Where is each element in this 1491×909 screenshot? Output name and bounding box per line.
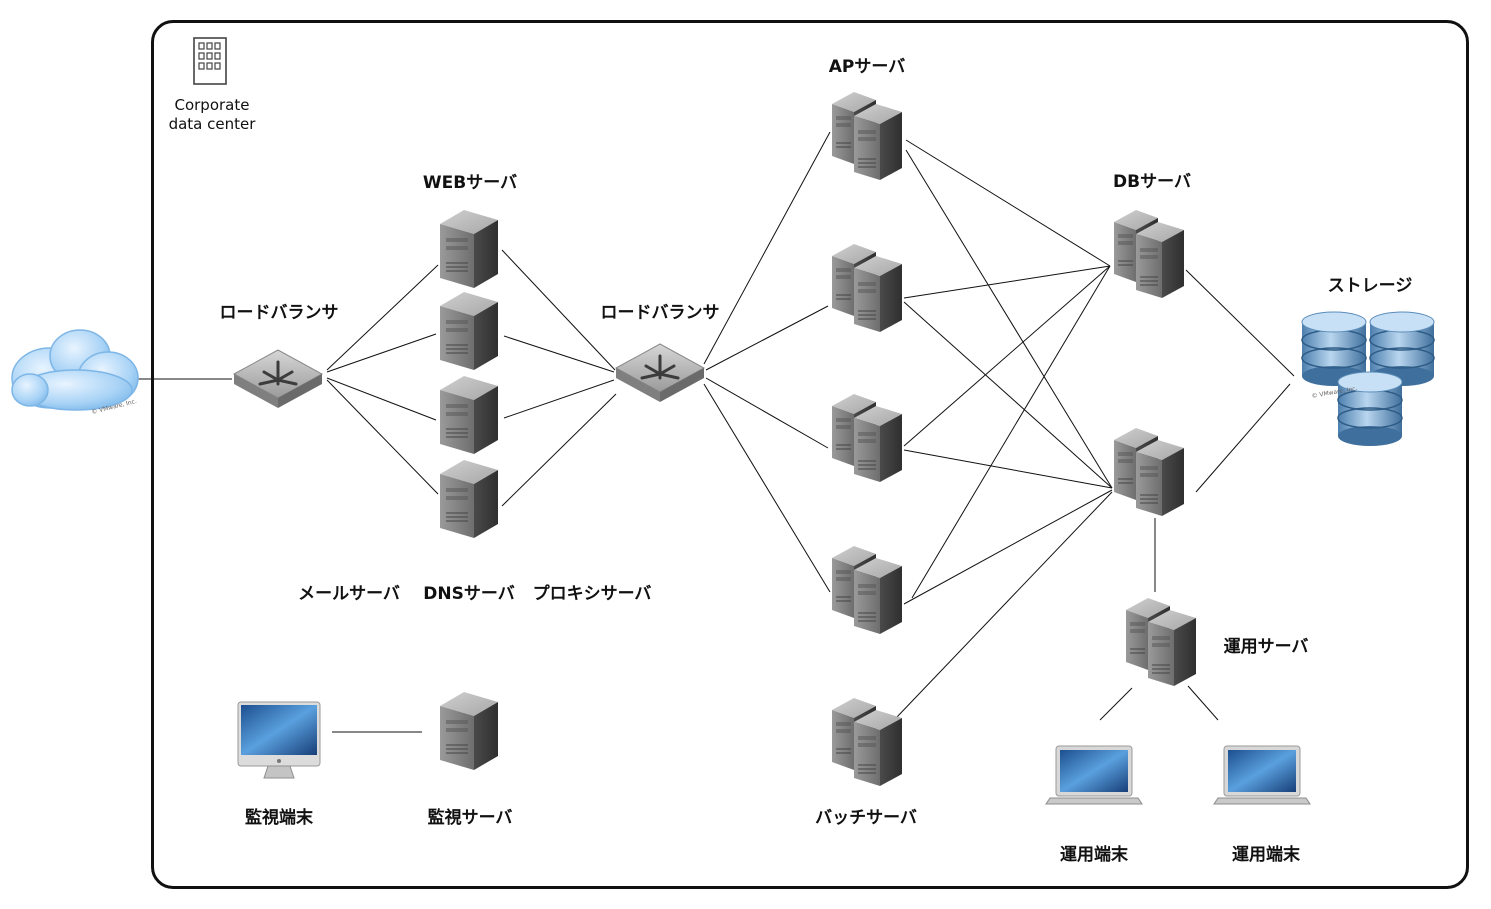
load-balancer-1-icon[interactable] [232,348,324,410]
web-server-label: WEBサーバ [422,173,518,193]
db-server-label: DBサーバ [1113,172,1191,192]
load-balancer-2-icon[interactable] [614,342,706,404]
ap-server-1-icon[interactable] [832,92,902,180]
building-icon [193,37,227,85]
datacenter-boundary [151,20,1469,889]
monitor-server-icon[interactable] [440,692,498,770]
link-ops-term1 [1099,687,1133,721]
link-ap1-db2 [905,149,1113,489]
ops-terminal-1-icon[interactable] [1045,745,1143,805]
link-lb1-web4 [326,379,439,495]
ap-server-label: APサーバ [828,57,906,77]
web-server-2-icon[interactable] [440,292,498,370]
link-lb1-web2 [326,333,437,373]
lb1-label: ロードバランサ [219,303,339,323]
batch-server-icon[interactable] [832,698,902,786]
link-lb2-ap3 [705,377,829,449]
link-web1-lb2 [501,249,616,371]
db-server-1-icon[interactable] [1114,210,1184,298]
link-lb2-ap4 [703,383,831,593]
ap-server-4-icon[interactable] [832,546,902,634]
link-lb1-web3 [326,377,437,421]
link-web4-lb2 [501,393,617,507]
link-ops-term2 [1187,685,1219,721]
batch-server-label: バッチサーバ [815,808,917,828]
ops-terminal-2-label: 運用端末 [1232,845,1300,865]
link-db2-storage [1195,383,1291,493]
ops-terminal-1-label: 運用端末 [1060,845,1128,865]
ap-server-3-icon[interactable] [832,394,902,482]
link-db1-storage [1185,269,1295,377]
web-server-4-icon[interactable] [440,460,498,538]
link-ap2-db2 [903,301,1113,489]
ops-server-icon[interactable] [1126,598,1196,686]
ops-server-label: 運用サーバ [1223,637,1309,657]
proxy-server-label: プロキシサーバ [532,584,652,604]
link-web2-lb2 [503,335,615,373]
link-ap4-db1 [911,265,1111,599]
link-lb2-ap2 [705,305,829,371]
link-lb1-web1 [326,264,439,371]
connections [138,131,1295,733]
db-server-2-icon[interactable] [1114,428,1184,516]
mail-server-label: メールサーバ [298,584,400,604]
ops-terminal-2-icon[interactable] [1213,745,1311,805]
link-web3-lb2 [503,379,615,419]
web-server-1-icon[interactable] [440,210,498,288]
dns-server-label: DNSサーバ [423,584,515,604]
link-ap4-db2 [903,489,1113,605]
monitor-terminal-label: 監視端末 [245,808,313,828]
datacenter-label: Corporate data center [169,96,256,134]
link-lb2-ap1 [703,131,831,365]
storage-icon[interactable]: © VMware, Inc. [1301,311,1435,447]
link-ap1-db1 [905,139,1111,267]
internet-cloud-icon: © VMware, Inc. [11,329,139,416]
ap-server-2-icon[interactable] [832,244,902,332]
lb2-label: ロードバランサ [600,303,720,323]
storage-label: ストレージ [1327,276,1413,296]
link-batch-db2 [895,491,1113,719]
datacenter-label-line1: Corporate [174,96,250,114]
link-ap3-db2 [903,449,1113,489]
monitor-terminal-icon[interactable] [237,701,321,779]
link-ap3-db1 [903,265,1111,447]
web-server-3-icon[interactable] [440,376,498,454]
link-ap2-db1 [903,265,1111,299]
monitor-server-label: 監視サーバ [427,808,513,828]
datacenter-label-line2: data center [168,115,256,133]
